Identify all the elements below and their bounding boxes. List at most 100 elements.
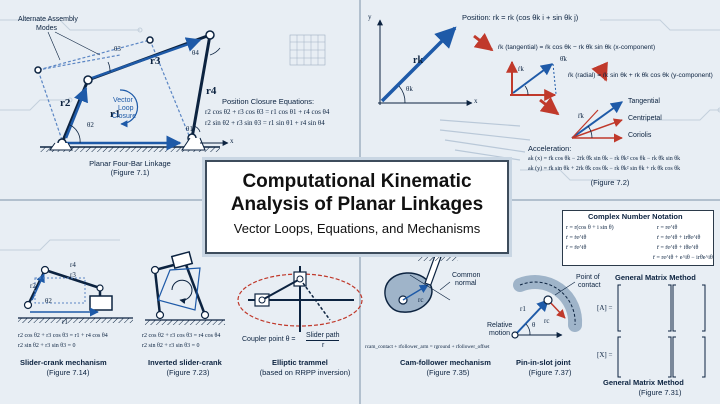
cam-caption: Cam-follower mechanism <box>400 358 491 367</box>
complex-notation-box: Complex Number Notation r = r(cos θ + i … <box>562 210 714 266</box>
matrix-X-label: [X] = <box>597 351 613 359</box>
acceleration-x: ak (x) = r̈k cos θk − 2ṙk θ̇k sin θk − r… <box>528 156 681 162</box>
pin-rc-label: rc <box>544 317 550 325</box>
radial-formula: ṙk (radial) = ṙk sin θk + rk θ̇k cos θk … <box>568 72 713 79</box>
complex-line2b: ṙ = ṙe^iθ + irθ̇e^iθ <box>657 235 701 241</box>
matrix-title: General Matrix Method <box>615 273 696 282</box>
circuit-background <box>0 19 720 251</box>
fourbar-figure: (Figure 7.1) <box>110 168 150 177</box>
r1-label: r1 <box>110 108 121 120</box>
theta1-label: θ1 <box>186 125 193 133</box>
slider-eq1: r2 cos θ2 + r3 cos θ3 = r1 + r4 cos θ4 <box>18 333 108 339</box>
point-contact-label2: contact <box>578 282 601 289</box>
relative-motion-label: Relative <box>487 322 513 329</box>
inverted-slider-diagram <box>145 250 225 325</box>
slider-r2-label: r2 <box>30 282 36 290</box>
elliptic-caption: Elliptic trammel <box>272 358 328 367</box>
tangential-label: Tangential <box>628 98 660 105</box>
slider-r3-label: r3 <box>70 271 76 279</box>
theta3-label: θ3 <box>114 45 121 53</box>
main-title-line2: Analysis of Planar Linkages <box>230 194 484 215</box>
coriolis-label: Coriolis <box>628 132 652 139</box>
complex-line1b: r = re^iθ <box>657 225 678 231</box>
kinematics-diagram <box>377 19 623 161</box>
theta4-label: θ4 <box>192 49 199 57</box>
r4-label: r4 <box>206 85 217 97</box>
relative-motion-label2: motion <box>489 330 511 337</box>
acceleration-y: ak (y) = r̈k sin θk + 2ṙk θ̇k cos θk − r… <box>528 166 681 172</box>
kin-x-axis-label: x <box>474 97 478 105</box>
pin-theta-label: θ <box>532 321 536 329</box>
complex-title: Complex Number Notation <box>588 212 683 221</box>
acceleration-title: Acceleration: <box>528 144 572 153</box>
inverted-caption: Inverted slider-crank <box>148 358 222 367</box>
slider-crank-diagram <box>18 265 133 323</box>
main-subtitle: Vector Loops, Equations, and Mechanisms <box>233 221 481 236</box>
coupler-point-label: Coupler point θ = <box>242 336 296 343</box>
theta-dot-label: θ̇k <box>560 55 567 63</box>
alt-modes-label2: Modes <box>36 25 58 32</box>
velocity-triangle <box>506 60 557 101</box>
matrix-figure: (Figure 7.31) <box>638 388 682 397</box>
slider-theta2-label: θ2 <box>45 297 52 305</box>
rdd-label: r̈k <box>578 112 584 120</box>
alt-modes-label: Alternate Assembly <box>18 16 78 23</box>
slider-r4-label: r4 <box>70 261 76 269</box>
pin-figure: (Figure 7.37) <box>528 368 572 377</box>
vector-loop-label3: Closure <box>112 113 137 120</box>
slider-figure: (Figure 7.14) <box>46 368 90 377</box>
fourbar-caption: Planar Four-Bar Linkage <box>89 159 171 168</box>
position-eq-title: Position Closure Equations: <box>222 97 315 106</box>
point-contact-label: Point of <box>576 274 600 281</box>
thetak-label: θk <box>406 85 413 93</box>
r2-label: r2 <box>60 97 71 109</box>
inverted-eq2: r2 sin θ2 + r3 sin θ3 = 0 <box>142 343 200 349</box>
vector-loop-label: Vector <box>113 97 133 104</box>
position-formula: Position: rk = rk (cos θk i + sin θk j) <box>462 13 579 22</box>
slider-r1-label: r1 <box>62 318 68 326</box>
acceleration-vectors <box>571 101 623 143</box>
x-axis-label: x <box>230 137 234 145</box>
kinematics-figure: (Figure 7.2) <box>590 178 630 187</box>
complex-line4b: r̈ = re^iθ + e^iθ − irθ̇e^iθ <box>653 255 713 261</box>
inverted-figure: (Figure 7.23) <box>166 368 210 377</box>
title-box: Computational Kinematic Analysis of Plan… <box>205 160 509 254</box>
pin-r1-label: r1 <box>520 305 526 313</box>
tangential-formula: ṙk (tangential) = ṙk cos θk − rk θ̇k sin… <box>498 44 656 51</box>
slider-caption: Slider-crank mechanism <box>20 358 107 367</box>
elliptic-figure: (based on RRPP inversion) <box>259 368 351 377</box>
centripetal-label: Centripetal <box>628 115 662 122</box>
vector-loop-label2: Loop <box>118 105 134 112</box>
cam-equation: rcam_contact + rfollower_arm = rground +… <box>365 344 490 350</box>
y-axis-label: y <box>368 13 372 21</box>
slider-eq2: r2 sin θ2 + r3 sin θ3 = 0 <box>18 343 76 349</box>
elliptic-trammel-diagram <box>237 266 363 332</box>
complex-line3: r̈ = r̈e^iθ <box>566 245 587 251</box>
cam-rc-label: rc <box>418 296 424 304</box>
position-eq2: r2 sin θ2 + r3 sin θ3 = r1 sin θ1 + r4 s… <box>205 119 325 127</box>
slider-path-label: Slider path <box>306 332 340 341</box>
main-title-line1: Computational Kinematic <box>242 171 472 192</box>
pin-slot-diagram <box>511 275 583 339</box>
alternate-assembly <box>37 39 191 141</box>
fourbar-diagram <box>34 30 326 152</box>
inverted-eq1: r2 cos θ2 + r3 cos θ3 = r4 cos θ4 <box>142 333 221 339</box>
common-normal-label: Common <box>452 272 481 279</box>
matrix-A-label: [A] = <box>597 304 613 312</box>
rdot-label: ṙk <box>518 65 524 73</box>
cam-figure: (Figure 7.35) <box>426 368 470 377</box>
common-normal-label2: normal <box>455 280 477 287</box>
complex-line1: r = r(cos θ + i sin θ) <box>566 225 614 231</box>
r3-label: r3 <box>150 55 161 67</box>
pin-caption: Pin-in-slot joint <box>516 358 571 367</box>
theta2-label: θ2 <box>87 121 94 129</box>
cam-follower-diagram <box>384 254 458 313</box>
position-eq1: r2 cos θ2 + r3 cos θ3 = r1 cos θ1 + r4 c… <box>205 108 330 116</box>
rk-label: rk <box>413 55 423 66</box>
complex-line3b: r̈ = r̈e^iθ + iθ̇e^iθ <box>657 245 699 251</box>
matrix-brackets <box>617 284 706 378</box>
elliptic-r-label: r <box>322 342 325 349</box>
